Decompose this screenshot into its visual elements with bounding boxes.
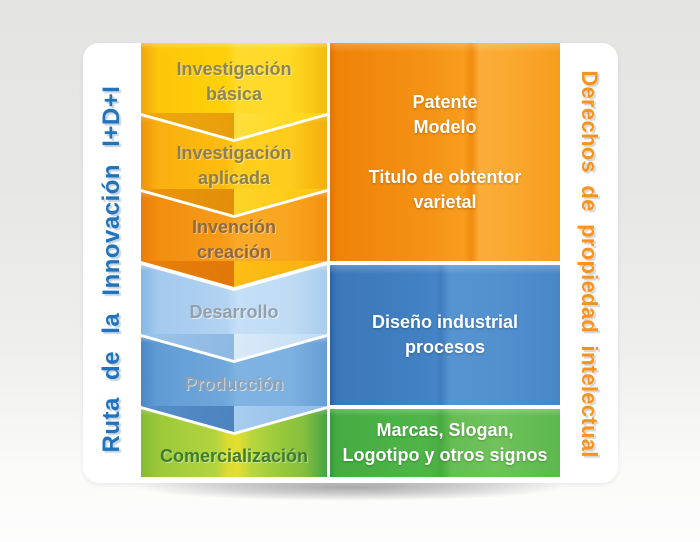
chevron-label: Comercialización <box>159 445 309 466</box>
panel-patente-modelo: Patente Modelo Titulo de obtentor variet… <box>330 43 560 261</box>
ip-rights-column: Patente Modelo Titulo de obtentor variet… <box>330 43 560 483</box>
panel-text: Diseño industrial procesos <box>371 312 519 357</box>
chevron-label: Investigación básica <box>176 59 292 104</box>
chevron-label: Investigación aplicada <box>176 142 292 188</box>
panel-diseno-industrial: Diseño industrial procesos <box>330 265 560 405</box>
card-drop-shadow <box>135 483 565 501</box>
left-vertical-title: Ruta de la Innovación I+D+I <box>98 85 125 453</box>
chevron-label: Producción <box>184 374 284 394</box>
chevron-label: Invención creación <box>191 216 276 262</box>
right-vertical-title: Derechos de propiedad intelectual <box>577 70 602 458</box>
panel-text: Patente Modelo <box>412 91 478 137</box>
panel-marcas-slogan: Marcas, Slogan, Logotipo y otros signos <box>330 409 560 477</box>
panel-text: Titulo de obtentor varietal <box>368 166 522 212</box>
chevron-label: Desarrollo <box>189 302 279 322</box>
panel-text: Marcas, Slogan, Logotipo y otros signos <box>342 420 548 465</box>
innovation-steps-column: Investigación básica Investigación aplic… <box>141 43 327 483</box>
infographic-card: Ruta de la Innovación I+D+I Derechos de … <box>83 43 618 483</box>
